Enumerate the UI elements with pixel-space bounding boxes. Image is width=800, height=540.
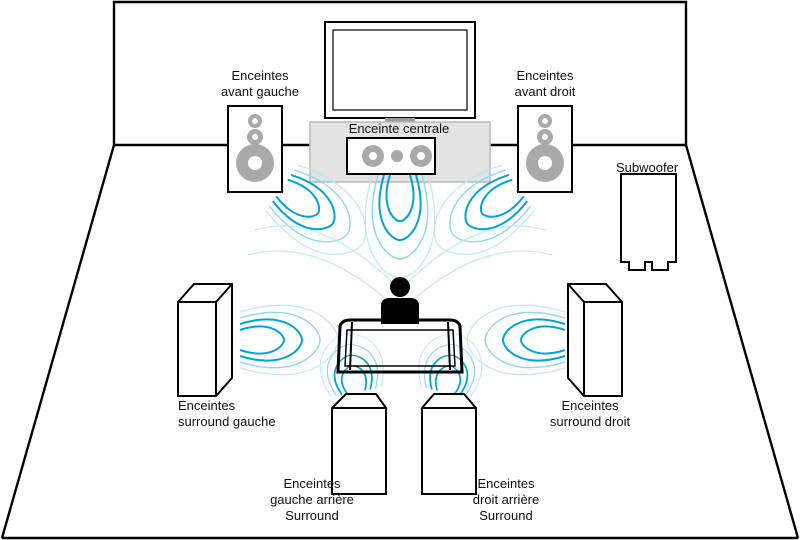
sofa xyxy=(336,318,464,374)
rear-left-label-line2: gauche arrière xyxy=(270,492,354,507)
front-left-label-line1: Enceintes xyxy=(231,68,289,83)
tv-screen xyxy=(324,21,476,123)
center-label: Enceinte centrale xyxy=(348,121,450,136)
front-right-label-line2: avant droit xyxy=(514,84,576,99)
subwoofer xyxy=(620,173,677,271)
rear-left-label: Enceintes gauche arrière Surround xyxy=(262,476,362,524)
rear-right-label-line1: Enceintes xyxy=(477,476,535,491)
surround-right-label-line1: Enceintes xyxy=(561,398,619,413)
rear-right-label: Enceintes droit arrière Surround xyxy=(456,476,556,524)
surround-left-label-line1: Enceintes xyxy=(178,398,236,413)
rear-right-label-line3: Surround xyxy=(479,508,533,523)
front-right-label-line1: Enceintes xyxy=(516,68,574,83)
surround-right-label-line2: surround droit xyxy=(549,414,631,429)
rear-right-speaker xyxy=(421,393,477,495)
surround-left-label-line2: surround gauche xyxy=(178,414,276,429)
front-left-label: Enceintes avant gauche xyxy=(210,68,310,100)
rear-right-label-line2: droit arrière xyxy=(472,492,540,507)
surround-left-speaker xyxy=(177,283,233,397)
rear-left-label-line1: Enceintes xyxy=(283,476,341,491)
surround-right-speaker xyxy=(567,283,623,397)
front-left-speaker xyxy=(227,105,283,193)
surround-right-label: Enceintes surround droit xyxy=(535,398,645,430)
rear-left-speaker xyxy=(331,393,387,495)
front-right-label: Enceintes avant droit xyxy=(495,68,595,100)
subwoofer-label: Subwoofer xyxy=(616,160,679,175)
surround-left-label: Enceintes surround gauche xyxy=(178,398,276,430)
rear-left-label-line3: Surround xyxy=(285,508,339,523)
front-left-label-line2: avant gauche xyxy=(220,84,300,99)
listener-icon xyxy=(381,277,419,324)
front-right-speaker xyxy=(517,105,573,193)
center-speaker xyxy=(346,137,436,175)
